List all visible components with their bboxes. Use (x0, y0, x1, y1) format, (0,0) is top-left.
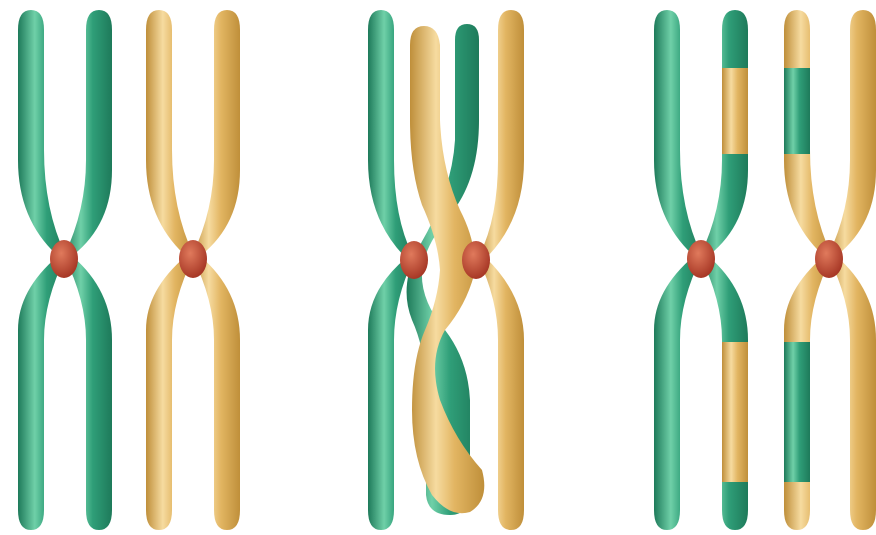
panel-homologous-pair (18, 10, 240, 530)
yellow-segment-lower (722, 342, 748, 482)
green-chromosome-recombinant (654, 10, 748, 530)
panel-recombinant-chromatids (654, 10, 876, 530)
green-chromosome (18, 10, 112, 530)
green-segment-upper (784, 68, 810, 154)
centromere (815, 240, 843, 278)
centromere (179, 240, 207, 278)
centromere (50, 240, 78, 278)
centromere (687, 240, 715, 278)
yellow-segment-upper (722, 68, 748, 154)
centromere-yellow (462, 241, 490, 279)
panel-crossing-over (368, 10, 524, 530)
centromere-green (400, 241, 428, 279)
yellow-chromosome (146, 10, 240, 530)
green-segment-lower (784, 342, 810, 482)
yellow-chromosome-recombinant (784, 10, 876, 530)
